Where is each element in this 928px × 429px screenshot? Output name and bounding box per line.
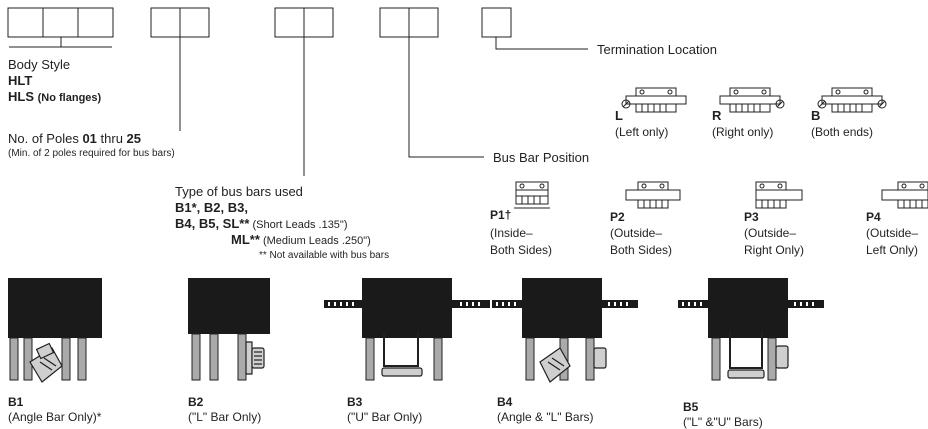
termination-option-r-desc: (Right only) <box>712 125 774 139</box>
termination-code-box <box>481 7 512 38</box>
position-p1-line1: (Inside– <box>490 226 533 240</box>
body-style-option-hlt: HLT <box>8 73 33 88</box>
position-p3-line1: (Outside– <box>744 226 797 240</box>
position-p2-code: P2 <box>610 210 625 224</box>
bar-b3-desc: ("U" Bar Only) <box>347 410 423 424</box>
body-style-code-box <box>7 7 114 38</box>
bar-b1-code: B1 <box>8 395 24 409</box>
position-p3-icon <box>755 181 803 209</box>
termination-option-r-code: R <box>712 108 722 123</box>
poles-note: (Min. of 2 poles required for bus bars) <box>8 148 175 159</box>
position-p3-line2: Right Only) <box>744 243 805 257</box>
bar-b5-code: B5 <box>683 400 699 414</box>
bar-b4-code: B4 <box>497 395 513 409</box>
bus-bar-type-line2: B4, B5, SL** (Short Leads .135") <box>175 216 348 231</box>
position-p2-line2: Both Sides) <box>610 243 673 257</box>
bar-b3-illustration <box>324 278 490 381</box>
bar-b2-code: B2 <box>188 395 204 409</box>
position-p4-line1: (Outside– <box>866 226 919 240</box>
body-style-option-hls: HLS (No flanges) <box>8 89 102 104</box>
bar-b4-desc: (Angle & "L" Bars) <box>497 410 594 424</box>
bar-b2-illustration <box>188 278 270 381</box>
position-p3-code: P3 <box>744 210 759 224</box>
termination-option-b-desc: (Both ends) <box>811 125 874 139</box>
bus-bar-footnote: ** Not available with bus bars <box>259 250 390 261</box>
bar-b5-desc: ("L" &"U" Bars) <box>683 415 763 429</box>
bar-b4-illustration <box>492 278 638 383</box>
position-p2-icon <box>625 181 681 209</box>
position-p1-line2: Both Sides) <box>490 243 553 257</box>
termination-leader <box>495 37 588 50</box>
bus-bar-type-ml: ML** (Medium Leads .250") <box>231 232 371 247</box>
bus-bar-type-label: Type of bus bars used <box>175 184 303 199</box>
bar-b1-desc: (Angle Bar Only)* <box>8 410 102 424</box>
position-label: Bus Bar Position <box>493 150 590 165</box>
bar-b1-illustration <box>8 278 102 383</box>
body-style-label: Body Style <box>8 57 71 72</box>
position-p1-icon <box>514 181 550 209</box>
poles-label: No. of Poles 01 thru 25 <box>8 131 141 146</box>
termination-label: Termination Location <box>597 42 717 57</box>
termination-option-b-code: B <box>811 108 821 123</box>
position-leader <box>408 37 484 158</box>
position-p2-line1: (Outside– <box>610 226 663 240</box>
termination-both-icon <box>817 87 887 113</box>
termination-right-icon <box>719 87 785 113</box>
termination-option-l-desc: (Left only) <box>615 125 669 139</box>
position-p4-icon <box>881 181 928 209</box>
termination-left-icon <box>621 87 687 113</box>
position-p4-line2: Left Only) <box>866 243 919 257</box>
bar-b5-illustration <box>678 278 824 381</box>
termination-option-l-code: L <box>615 108 623 123</box>
position-p1-code: P1† <box>490 208 512 222</box>
bar-b2-desc: ("L" Bar Only) <box>188 410 262 424</box>
bus-bar-type-line1: B1*, B2, B3, <box>175 200 248 215</box>
position-p4-code: P4 <box>866 210 881 224</box>
bar-b3-code: B3 <box>347 395 363 409</box>
